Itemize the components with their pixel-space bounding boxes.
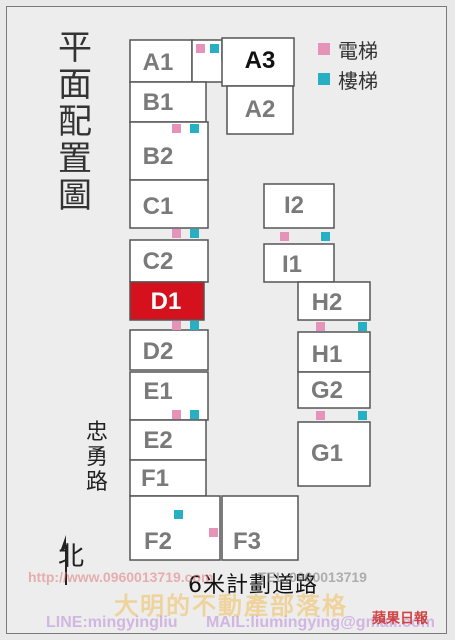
elevator-marker [172,229,181,238]
unit-label-F2: F2 [144,528,172,555]
road-char: 勇 [85,445,108,470]
unit-G1-block [297,421,371,487]
unit-label-A3: A3 [245,47,276,74]
unit-label-H1: H1 [312,341,343,368]
unit-D1-block-highlight [129,281,205,321]
stair-marker [190,321,199,330]
road-label-bottom: 6米計劃道路 [188,573,318,598]
elevator-marker [172,124,181,133]
title-char: 平 [58,28,92,68]
unit-D2-block [129,329,209,371]
unit-label-D1: D1 [151,288,182,315]
legend-label-stairs: 樓梯 [338,68,378,93]
watermark-url: http://www.0960013719.com [28,569,214,585]
unit-label-B2: B2 [143,143,174,170]
stair-swatch-icon [318,73,330,85]
title-char: 配 [58,102,92,142]
unit-C2-block [129,239,209,283]
unit-label-A1: A1 [143,49,174,76]
watermark-tel: TEL:0960013719 [258,569,367,585]
unit-label-C2: C2 [143,248,174,275]
elevator-marker [196,44,205,53]
unit-label-E1: E1 [143,378,172,405]
title-char: 圖 [58,176,92,216]
stair-marker [174,510,183,519]
stair-marker [210,44,219,53]
title-char: 面 [58,65,92,105]
unit-H1-block [297,331,371,373]
unit-H2-block [297,281,371,321]
elevator-marker [209,528,218,537]
legend-item-stairs: 樓梯 [318,64,378,94]
unit-I2-block [263,183,335,229]
stair-marker [321,232,330,241]
title-char: 置 [58,139,92,179]
stair-marker [190,124,199,133]
core-markers [172,44,367,537]
unit-G2-block [297,371,371,409]
road-char: 忠 [85,420,108,445]
unit-A1-block [129,39,193,83]
unit-label-B1: B1 [143,89,174,116]
unit-A2-block [226,85,294,135]
road-char: 路 [85,470,108,495]
unit-label-F3: F3 [233,528,261,555]
elevator-marker [316,411,325,420]
stair-marker [190,410,199,419]
unit-F1-block [129,459,207,497]
watermark-line: LINE:mingyingliu [46,614,178,631]
unit-label-I1: I1 [282,251,302,278]
stair-marker [358,322,367,331]
legend-label-elevator: 電梯 [338,38,378,63]
unit-A3-block [221,37,295,87]
unit-F2-block [129,495,221,561]
unit-label-E2: E2 [143,427,172,454]
north-label: 北 [58,542,85,572]
elevator-marker [172,410,181,419]
road-label-left: 忠 勇 路 [82,420,112,495]
unit-label-G1: G1 [311,440,343,467]
watermark-mail: MAIL:liumingying@gmail.com [206,614,435,631]
unit-C1-block [129,179,209,229]
unit-label-D2: D2 [143,338,174,365]
unit-label-G2: G2 [311,377,343,404]
unit-label-C1: C1 [143,193,174,220]
north-arrow-icon [60,535,67,585]
unit-label-A2: A2 [245,96,276,123]
source-logo: 蘋果日報 [372,611,428,627]
watermark-chinese: 大明的不動產部落格 [114,592,348,620]
elevator-marker [280,232,289,241]
elevator-marker [172,321,181,330]
unit-B1-block [129,81,207,123]
elevator-marker [316,322,325,331]
legend-item-elevator: 電梯 [318,34,378,64]
plan-title: 平 面 配 置 圖 [55,30,95,215]
stair-marker [358,411,367,420]
unit-label-F1: F1 [141,465,169,492]
unit-label-H2: H2 [312,289,343,316]
unit-label-I2: I2 [284,192,304,219]
elevator-swatch-icon [318,43,330,55]
unit-F3-block [221,495,299,561]
legend: 電梯 樓梯 [318,34,378,94]
stair-marker [190,229,199,238]
